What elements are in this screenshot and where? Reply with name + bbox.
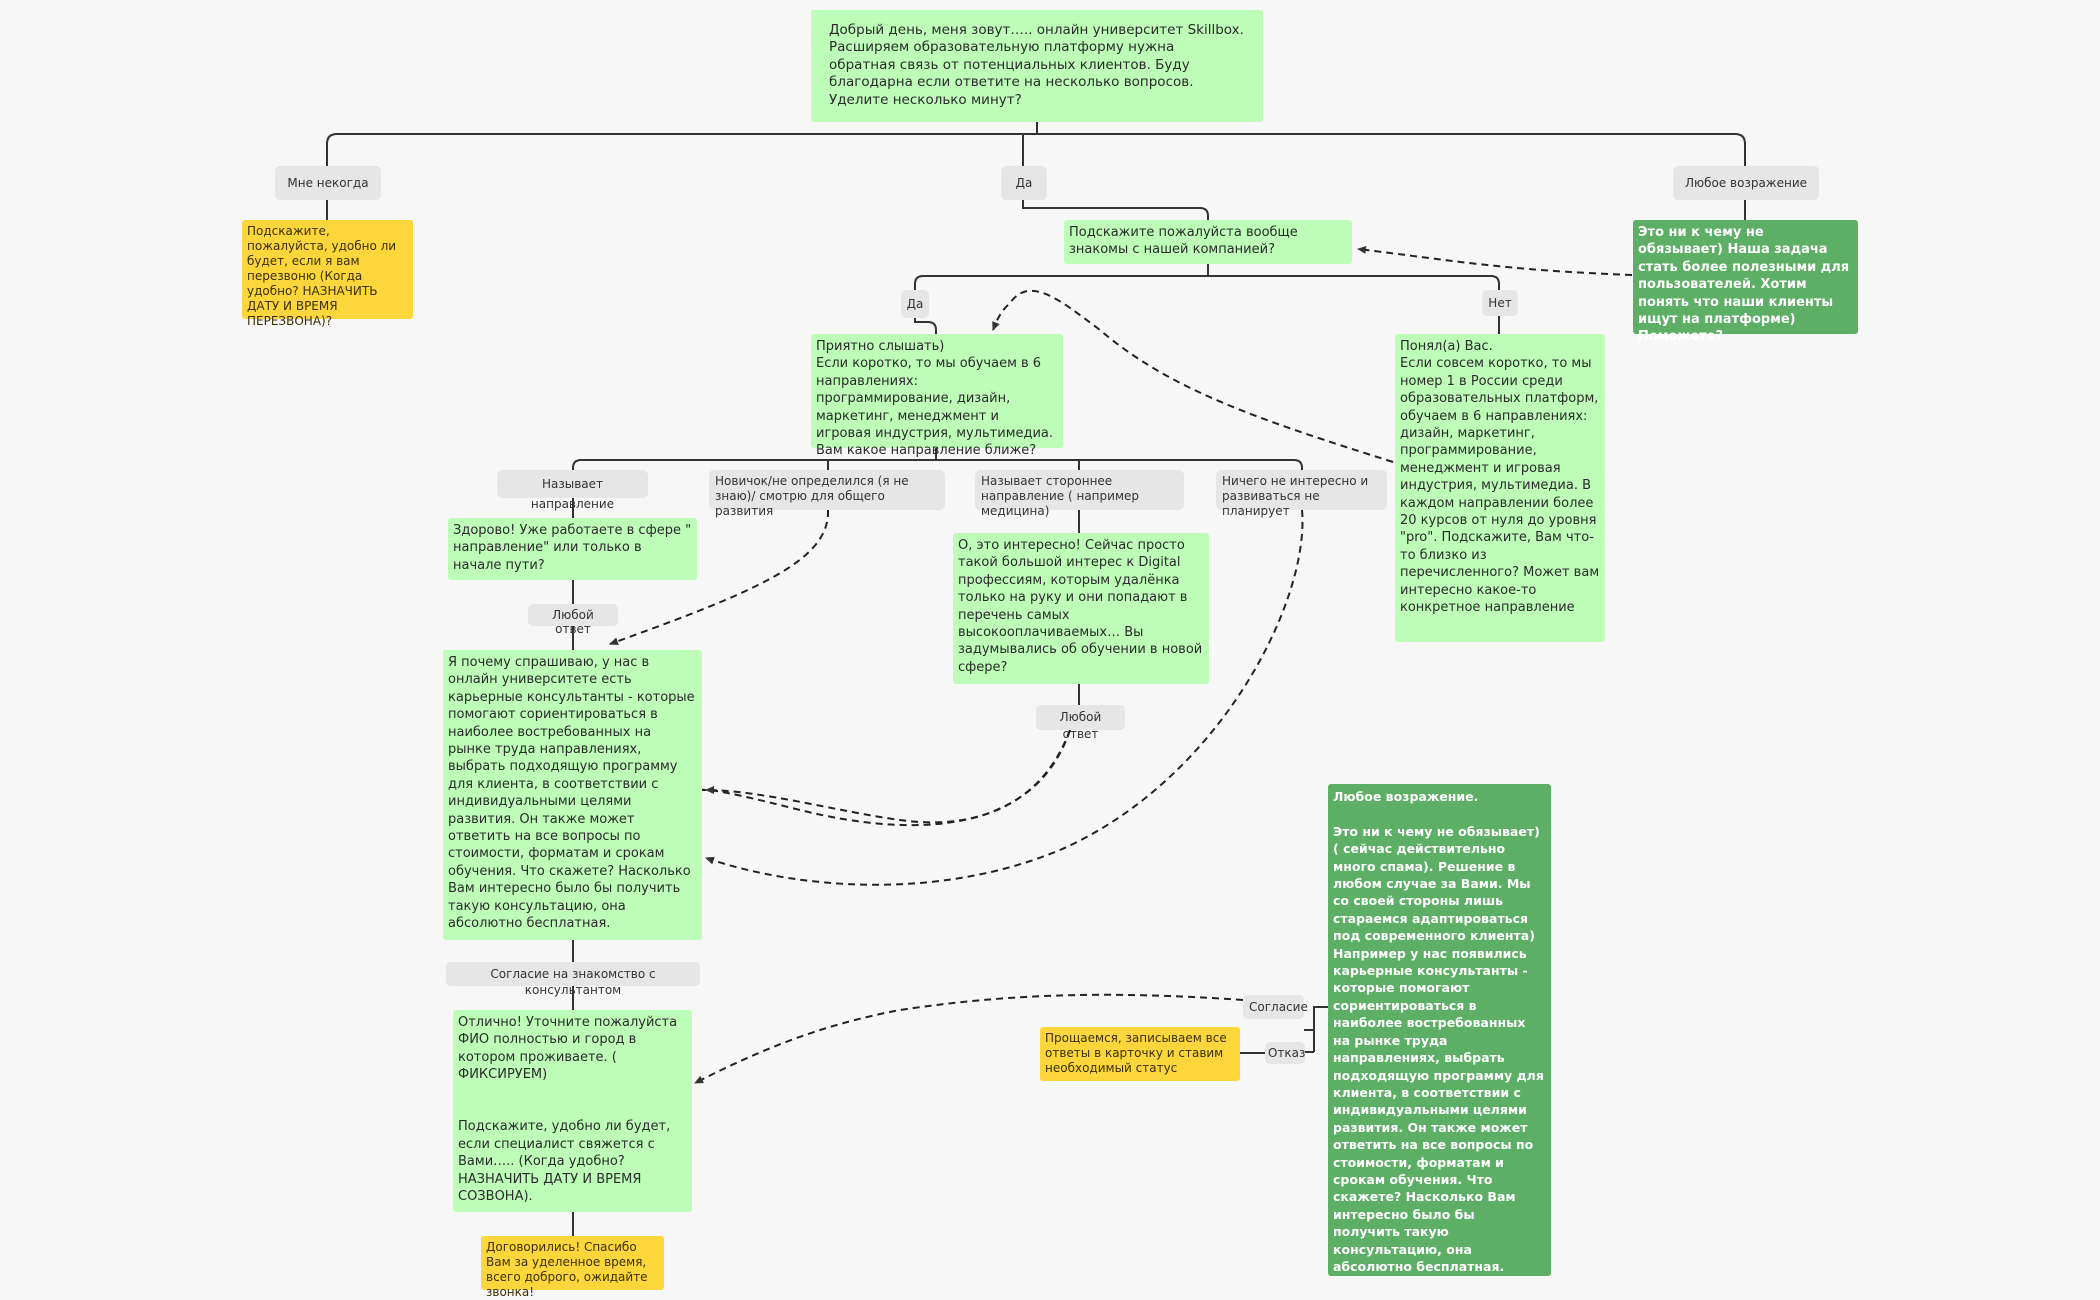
edge-intro-split xyxy=(326,122,1746,166)
arrow-nothing-consult xyxy=(705,509,1304,886)
label-agree[interactable]: Согласие xyxy=(1243,995,1308,1019)
edge-yes-familiar xyxy=(1022,200,1209,220)
nice-node[interactable]: Приятно слышать) Если коротко, то мы обу… xyxy=(811,334,1063,458)
arrow-understood-nice xyxy=(992,289,1394,463)
label-refuse[interactable]: Отказ xyxy=(1265,1042,1305,1064)
consult-node[interactable]: Я почему спрашиваю, у нас в онлайн униве… xyxy=(443,650,702,940)
callback-node[interactable]: Подскажите, пожалуйста, удобно ли будет,… xyxy=(242,220,413,328)
great-node[interactable]: Здорово! Уже работаете в сфере " направл… xyxy=(448,518,697,580)
label-other-direction[interactable]: Называет стороннее направление ( наприме… xyxy=(975,470,1184,518)
label-agree-consultant[interactable]: Согласие на знакомство с консультантом xyxy=(446,962,700,997)
arrow-any2-consult-b xyxy=(705,729,1071,824)
objection-big-node[interactable]: Любое возражение. Это ни к чему не обязы… xyxy=(1328,784,1551,1276)
arrow-obj-familiar xyxy=(1357,245,1633,276)
label-newbie[interactable]: Новичок/не определился (я не знаю)/ смот… xyxy=(709,470,945,518)
label-yes-1[interactable]: Да xyxy=(1001,166,1047,200)
intro-node[interactable]: Добрый день, меня зовут….. онлайн универ… xyxy=(811,10,1263,122)
arrow-agree-fio xyxy=(694,993,1244,1084)
agreed-node[interactable]: Договорились! Спасибо Вам за уделенное в… xyxy=(481,1236,664,1299)
label-busy[interactable]: Мне некогда xyxy=(275,166,381,200)
understood-node[interactable]: Понял(а) Вас. Если совсем коротко, то мы… xyxy=(1395,334,1605,642)
bye-node[interactable]: Прощаемся, записываем все ответы в карто… xyxy=(1040,1027,1240,1081)
objection-top-node[interactable]: Это ни к чему не обязывает) Наша задача … xyxy=(1633,220,1858,344)
fio-node[interactable]: Отлично! Уточните пожалуйста ФИО полност… xyxy=(453,1010,692,1212)
familiar-node[interactable]: Подскажите пожалуйста вообще знакомы с н… xyxy=(1064,220,1352,264)
edge-familiar-split xyxy=(914,264,1500,290)
interesting-node[interactable]: О, это интересно! Сейчас просто такой бо… xyxy=(953,533,1209,684)
arrow-newbie-consult xyxy=(609,509,830,646)
edge-nice-split xyxy=(572,448,1303,470)
arrow-any2-consult xyxy=(684,729,1071,827)
label-any-answer-1[interactable]: Любой ответ xyxy=(528,604,618,636)
label-any-objection[interactable]: Любое возражение xyxy=(1673,166,1819,200)
edge-yes2-nice xyxy=(914,318,937,334)
label-any-answer-2[interactable]: Любой ответ xyxy=(1036,705,1125,741)
label-nothing[interactable]: Ничего не интересно и развиваться не пла… xyxy=(1216,470,1387,518)
label-names-direction[interactable]: Называет направление xyxy=(497,470,648,511)
edge-obj-bracket xyxy=(1304,1006,1328,1053)
label-yes-2[interactable]: Да xyxy=(901,290,929,318)
label-no[interactable]: Нет xyxy=(1482,290,1518,316)
